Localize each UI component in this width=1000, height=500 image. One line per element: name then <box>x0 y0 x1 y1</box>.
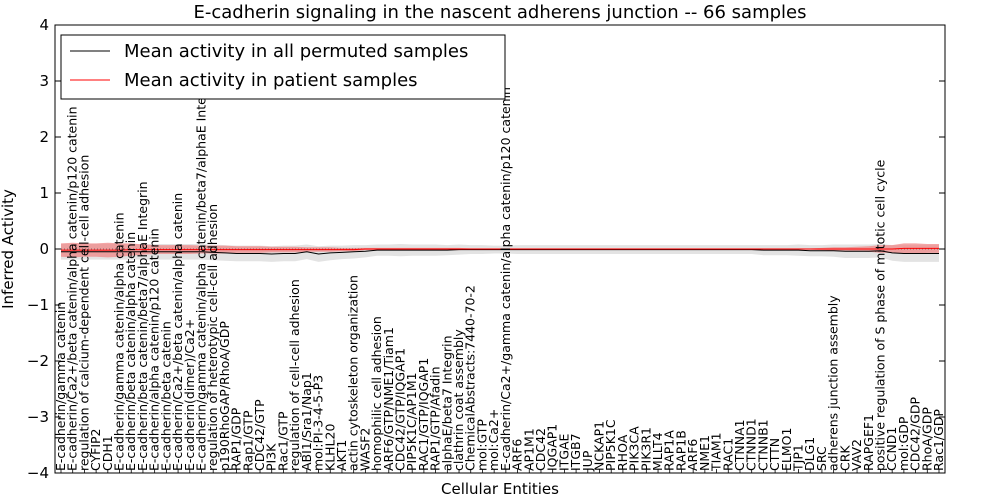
x-tick-label: Rap1/GTP <box>240 410 255 471</box>
x-tick-label: CTNND1 <box>744 418 759 471</box>
x-tick-label: RHOA <box>615 434 630 471</box>
x-tick-label: RAC1 <box>720 438 735 471</box>
x-tick-label: homophilic cell adhesion <box>369 316 384 471</box>
y-tick-label: −4 <box>27 464 49 482</box>
x-tick-label: mol:GTP <box>474 419 489 471</box>
x-tick-label: ABI1/Sra1/Nap1 <box>299 372 314 471</box>
legend: Mean activity in all permuted samplesMea… <box>60 34 506 100</box>
plot-area <box>55 242 945 262</box>
x-tick-label: TJP1 <box>791 444 806 472</box>
x-tick-label: RAC1/GTP/IQGAP1 <box>416 358 431 471</box>
x-tick-label: PI3K <box>264 443 279 471</box>
axes: −4 −3 −2 −1 0 1 2 3 4 <box>27 16 946 482</box>
x-tick-label: E-cadherin(dimer)/Ca2+ <box>182 319 197 471</box>
x-tick-label: mol:Ca2+ <box>486 409 501 471</box>
x-tick-label: E-cadherin/gamma catenin <box>53 302 68 471</box>
x-tick-label: CYFIP2 <box>88 428 103 471</box>
x-tick-label: CDC42/GDP <box>908 396 923 471</box>
x-tick-label: VAV2 <box>849 439 864 471</box>
x-tick-label: CTNNB1 <box>755 419 770 471</box>
y-tick-label: −1 <box>27 296 49 314</box>
y-tick-label: 4 <box>39 16 49 34</box>
x-tick-label: CDC42/GTP/IQGAP1 <box>393 348 408 471</box>
x-tick-label: regulation of calcium-dependent cell-cel… <box>76 155 91 471</box>
x-tick-label: PIP5K1C/AP1M1 <box>404 372 419 471</box>
x-tick-label: ITGB7 <box>568 433 583 471</box>
x-tick-label: TIAM1 <box>709 432 724 472</box>
x-tick-label: WASF2 <box>357 428 372 471</box>
x-tick-label: Rac1/GDP <box>931 409 946 471</box>
x-tick-label: CTTN <box>767 438 782 471</box>
x-tick-label: ARF6 <box>685 439 700 471</box>
x-tick-label: RAP1A <box>662 430 677 471</box>
x-tick-label: alphaE/beta7 Integrin <box>439 335 454 471</box>
x-tick-label: RAP1/GDP <box>229 407 244 471</box>
x-tick-label: ARF6/GTP/NME1/Tiam1 <box>381 327 396 471</box>
x-tick-label: mol:GDP <box>896 416 911 471</box>
x-tick-label: ELMO1 <box>779 428 794 471</box>
x-tick-label: E-cadherin/alpha catenin/p120 catenin <box>147 228 162 471</box>
x-tick-label: E-cadherin/gamma catenin/alpha catenin <box>112 212 127 471</box>
x-tick-label: E-cadherin/Ca2+/gamma catenin/alpha cate… <box>498 87 513 471</box>
x-tick-label: NCKAP1 <box>592 421 607 471</box>
x-tick-label: IQGAP1 <box>545 424 560 471</box>
y-tick-label: 2 <box>39 128 49 146</box>
legend-box <box>60 34 506 100</box>
y-tick-label: −3 <box>27 408 49 426</box>
x-tick-label: ITGAE <box>556 433 571 471</box>
x-tick-label: CCND1 <box>884 427 899 471</box>
x-tick-label: CDC42 <box>533 428 548 471</box>
x-tick-label: PIP5K1C <box>603 419 618 471</box>
x-tick-label: RAPGEF1 <box>861 414 876 471</box>
x-tick-label: DLG1 <box>802 437 817 471</box>
y-tick-label: −2 <box>27 352 49 370</box>
x-tick-label: KLHL20 <box>322 424 337 471</box>
x-tick-label: E-cadherin/Ca2+/beta catenin/alpha caten… <box>65 106 80 471</box>
y-axis-label: Inferred Activity <box>0 189 17 309</box>
x-tick-label: JUP <box>580 450 595 472</box>
x-tick-label: RAP1/GTP/Afadin <box>428 366 443 471</box>
x-tick-label: MLLT4 <box>650 432 665 471</box>
x-axis-label: Cellular Entities <box>441 480 559 498</box>
x-tick-label: ChemicalAbstracts:7440-70-2 <box>463 285 478 471</box>
y-tick-label: 0 <box>39 240 49 258</box>
x-tick-label: regulation of cell-cell adhesion <box>287 279 302 471</box>
y-tick-label: 1 <box>39 184 49 202</box>
series-1-line <box>61 247 939 251</box>
x-tick-label: E-cadherin/beta catenin <box>158 321 173 471</box>
x-tick-label: positive regulation of S phase of mitoti… <box>873 159 888 471</box>
x-tick-label: regulation of heterotypic cell-cell adhe… <box>205 204 220 471</box>
x-tick-label: AP1M1 <box>521 428 536 471</box>
x-tick-label: ARF6 <box>510 439 525 471</box>
x-tick-label: Rac1/GTP <box>275 411 290 471</box>
x-tick-label: clathrin coat assembly <box>451 329 466 471</box>
x-tick-label: RhoA/GDP <box>919 407 934 471</box>
x-tick-label: CDC42/GTP <box>252 399 267 471</box>
x-tick-label: CTNNA1 <box>732 419 747 471</box>
x-tick-label: RAP1B <box>674 430 689 471</box>
x-tick-label: p190RhoGAP/RhoA/GDP <box>217 321 232 471</box>
x-tick-label: mol:PI-3-4-5-P3 <box>311 375 326 471</box>
x-tick-label: AKT1 <box>334 440 349 471</box>
x-tick-label: E-cadherin/beta catenin/alpha catenin <box>123 232 138 471</box>
x-tick-label: PIK3R1 <box>638 427 653 471</box>
y-tick-label: 3 <box>39 72 49 90</box>
x-tick-label: NME1 <box>697 435 712 471</box>
x-tick-label: E-cadherin/beta catenin/beta7/alphaE Int… <box>135 181 150 471</box>
entity-labels: E-cadherin/gamma cateninE-cadherin/Ca2+/… <box>53 73 946 472</box>
x-tick-label: CRK <box>837 445 852 471</box>
series-0-line <box>61 249 939 255</box>
x-tick-label: adherens junction assembly <box>826 295 841 471</box>
x-tick-label: actin cytoskeleton organization <box>346 275 361 471</box>
x-tick-label: PIK3CA <box>627 426 642 471</box>
x-tick-label: CDH1 <box>100 435 115 471</box>
x-tick-label: E-cadherin/Ca2+/beta catenin/alpha caten… <box>170 193 185 471</box>
x-tick-label: E-cadherin/gamma catenin/alpha catenin/b… <box>194 73 209 471</box>
x-tick-label: SRC <box>814 446 829 471</box>
legend-label-1: Mean activity in patient samples <box>124 70 418 91</box>
chart-title: E-cadherin signaling in the nascent adhe… <box>193 2 806 23</box>
legend-label-0: Mean activity in all permuted samples <box>124 41 468 62</box>
